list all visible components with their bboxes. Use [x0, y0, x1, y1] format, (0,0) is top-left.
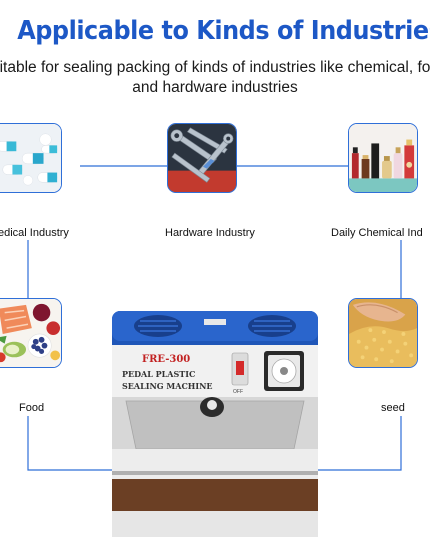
- food-industry-image: [0, 298, 62, 368]
- machine-name-line1: PEDAL PLASTIC: [122, 369, 195, 379]
- seed-industry-label: seed: [381, 402, 405, 414]
- daily-chemical-industry-image: [348, 123, 418, 193]
- seed-industry-image: [348, 298, 418, 368]
- machine-model-text: FRE-300: [142, 354, 190, 365]
- switch-label: OFF: [233, 389, 243, 395]
- food-industry-label: Food: [19, 402, 45, 414]
- hardware-industry-image: [167, 123, 237, 193]
- daily-chemical-industry-label: Daily Chemical Ind: [331, 227, 423, 239]
- hardware-industry-label: Hardware Industry: [165, 227, 255, 239]
- sealing-machine-image: FRE-300 PEDAL PLASTIC SEALING MACHINE OF…: [112, 311, 318, 537]
- medical-industry-image: [0, 123, 62, 193]
- page-subtitle: itable for sealing packing of kinds of i…: [0, 58, 430, 98]
- medical-industry-label: edical Industry: [0, 227, 69, 239]
- subtitle-line-1: itable for sealing packing of kinds of i…: [0, 59, 430, 76]
- machine-name-line2: SEALING MACHINE: [122, 381, 213, 391]
- subtitle-line-2: and hardware industries: [132, 79, 298, 96]
- page-title: Applicable to Kinds of Industries: [17, 16, 430, 46]
